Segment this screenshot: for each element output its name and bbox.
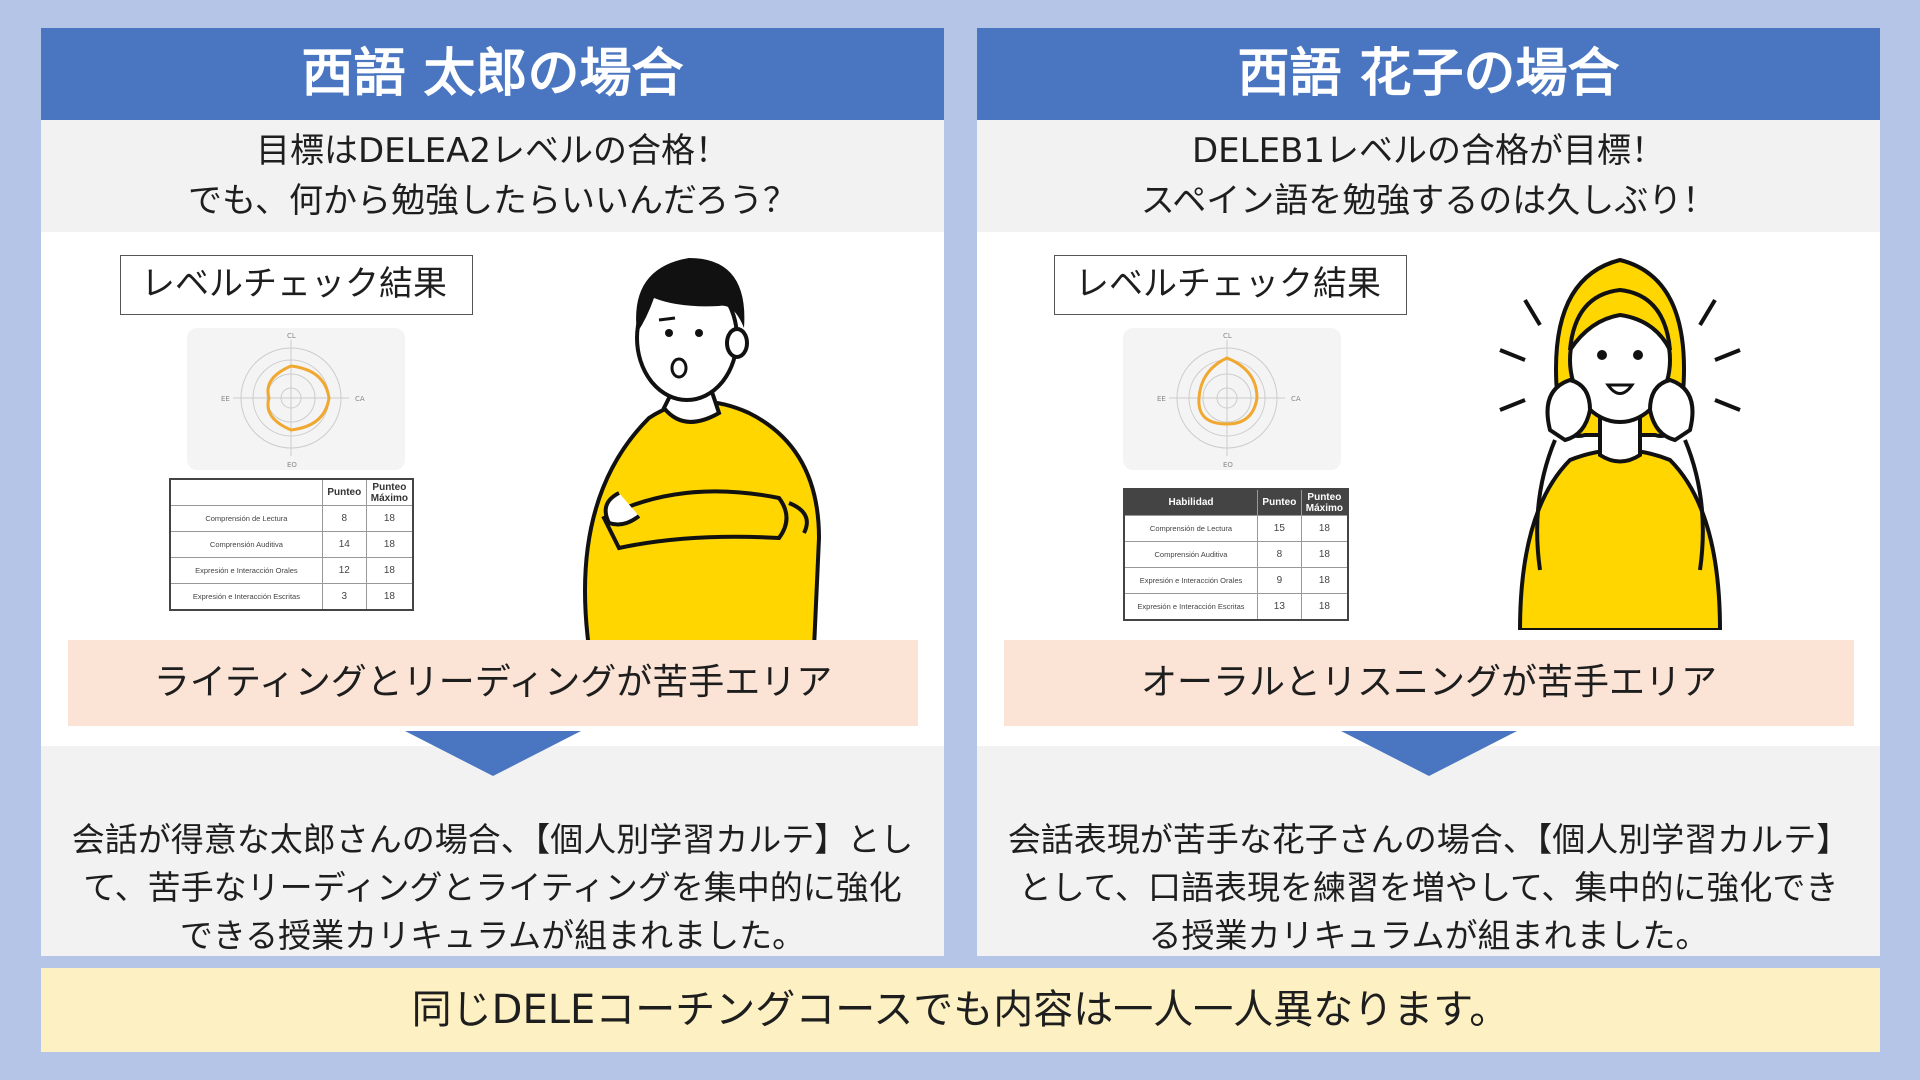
skill-name: Expresión e Interacción Escritas: [169, 583, 323, 611]
down-arrow-icon: [1341, 731, 1517, 776]
skill-score: 15: [1256, 515, 1302, 542]
skill-score: 8: [1256, 541, 1302, 568]
skill-name: Comprensión de Lectura: [1123, 515, 1258, 542]
score-table: Habilidad Punteo Punteo Máximo Comprensi…: [1123, 488, 1349, 621]
skill-max: 18: [365, 583, 414, 611]
weak-area-box: ライティングとリーディングが苦手エリア: [68, 640, 918, 726]
panel-title: 西語 太郎の場合: [41, 28, 944, 120]
table-header: Punteo Máximo: [365, 478, 414, 506]
thinking-man-icon: [559, 248, 849, 652]
result-text: 会話表現が苦手な花子さんの場合、【個人別学習カルテ】として、口語表現を練習を増や…: [977, 746, 1880, 956]
panel-title: 西語 花子の場合: [977, 28, 1880, 120]
skill-name: Expresión e Interacción Orales: [1123, 567, 1258, 594]
skill-max: 18: [365, 531, 414, 558]
goal-line-2: スペイン語を勉強するのは久しぶり！: [1140, 181, 1717, 221]
table-row: Expresión e Interacción Orales 9 18: [1123, 567, 1349, 594]
radar-chart: CL CA EO EE: [1123, 328, 1341, 470]
goal-box: 目標はDELEA2レベルの合格！ でも、何から勉強したらいいんだろう？: [41, 120, 944, 232]
radar-label-left: EE: [221, 395, 230, 403]
radar-label-right: CA: [1291, 395, 1301, 403]
case-panel-hanako: 西語 花子の場合 DELEB1レベルの合格が目標！ スペイン語を勉強するのは久し…: [977, 28, 1880, 956]
goal-line-1: DELEB1レベルの合格が目標！: [1191, 131, 1666, 171]
footer-banner: 同じDELEコーチングコースでも内容は一人一人異なります。: [41, 968, 1880, 1052]
table-row: Expresión e Interacción Escritas 13 18: [1123, 593, 1349, 621]
table-row: Comprensión de Lectura 8 18: [169, 505, 414, 532]
goal-line-2: でも、何から勉強したらいいんだろう？: [188, 181, 797, 221]
radar-label-top: CL: [287, 332, 296, 340]
skill-score: 8: [321, 505, 367, 532]
goal-line-1: 目標はDELEA2レベルの合格！: [256, 131, 729, 171]
excited-woman-icon: [1480, 240, 1760, 634]
skill-score: 14: [321, 531, 367, 558]
skill-score: 3: [321, 583, 367, 611]
table-header: [169, 478, 323, 506]
skill-name: Comprensión de Lectura: [169, 505, 323, 532]
skill-score: 13: [1256, 593, 1302, 621]
level-check-label: レベルチェック結果: [1054, 255, 1407, 315]
radar-label-right: CA: [355, 395, 365, 403]
skill-max: 18: [1300, 567, 1349, 594]
goal-box: DELEB1レベルの合格が目標！ スペイン語を勉強するのは久しぶり！: [977, 120, 1880, 232]
table-header: Punteo: [1256, 488, 1302, 516]
skill-max: 18: [1300, 593, 1349, 621]
skill-score: 12: [321, 557, 367, 584]
table-header-row: Punteo Punteo Máximo: [169, 478, 414, 506]
skill-max: 18: [1300, 541, 1349, 568]
skill-name: Comprensión Auditiva: [1123, 541, 1258, 568]
skill-score: 9: [1256, 567, 1302, 594]
skill-name: Comprensión Auditiva: [169, 531, 323, 558]
skill-name: Expresión e Interacción Escritas: [1123, 593, 1258, 621]
radar-label-bottom: EO: [287, 461, 297, 469]
skill-max: 18: [1300, 515, 1349, 542]
skill-max: 18: [365, 557, 414, 584]
score-table: Punteo Punteo Máximo Comprensión de Lect…: [169, 478, 414, 611]
table-row: Comprensión Auditiva 8 18: [1123, 541, 1349, 568]
table-row: Expresión e Interacción Escritas 3 18: [169, 583, 414, 611]
weak-area-box: オーラルとリスニングが苦手エリア: [1004, 640, 1854, 726]
skill-name: Expresión e Interacción Orales: [169, 557, 323, 584]
skill-max: 18: [365, 505, 414, 532]
result-text: 会話が得意な太郎さんの場合、【個人別学習カルテ】として、苦手なリーディングとライ…: [41, 746, 944, 956]
level-check-label: レベルチェック結果: [120, 255, 473, 315]
table-row: Comprensión de Lectura 15 18: [1123, 515, 1349, 542]
case-panel-taro: 西語 太郎の場合 目標はDELEA2レベルの合格！ でも、何から勉強したらいいん…: [41, 28, 944, 956]
radar-chart: CL CA EO EE: [187, 328, 405, 470]
table-header: Habilidad: [1123, 488, 1258, 516]
table-header-row: Habilidad Punteo Punteo Máximo: [1123, 488, 1349, 516]
table-row: Comprensión Auditiva 14 18: [169, 531, 414, 558]
radar-label-top: CL: [1223, 332, 1232, 340]
table-header: Punteo Máximo: [1300, 488, 1349, 516]
down-arrow-icon: [405, 731, 581, 776]
radar-label-left: EE: [1157, 395, 1166, 403]
radar-label-bottom: EO: [1223, 461, 1233, 469]
table-row: Expresión e Interacción Orales 12 18: [169, 557, 414, 584]
table-header: Punteo: [321, 478, 367, 506]
